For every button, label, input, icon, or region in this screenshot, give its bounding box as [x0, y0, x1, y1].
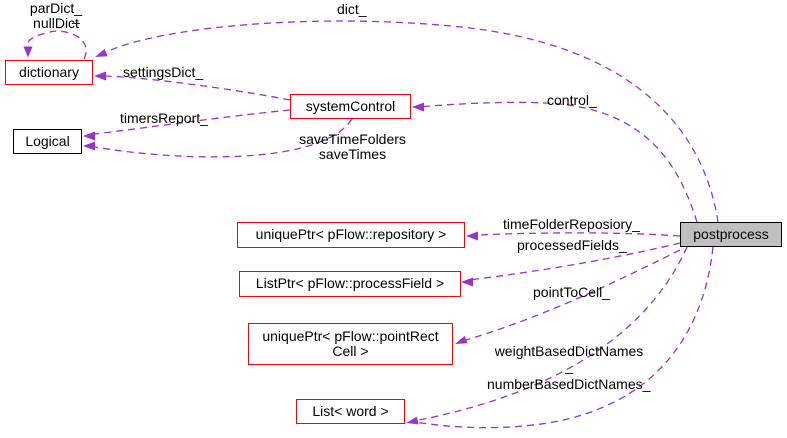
node-unique-ptr-point-rect-cell-line1: uniquePtr< pFlow::pointRect — [262, 327, 439, 344]
edge-label-weight-based-line1: weightBasedDictNames — [494, 343, 644, 359]
edge-control — [423, 101, 698, 223]
edge-label-weight-based-dict-names: weightBasedDictNames _ — [491, 344, 647, 374]
edge-label-dict: dict_ — [337, 1, 367, 17]
edge-self-loop-dictionary — [26, 30, 87, 60]
node-list-word-label: List< word > — [312, 402, 389, 419]
edge-label-settings-dict: settingsDict_ — [123, 64, 204, 80]
edge-number-based-dict-names — [417, 246, 714, 429]
arrowhead-time-folder-repository — [466, 231, 478, 241]
node-system-control[interactable]: systemControl — [290, 94, 411, 119]
node-postprocess-label: postprocess — [693, 225, 769, 242]
edge-label-processed-fields: processedFields_ — [517, 237, 627, 253]
edge-label-timers-report: timersReport_ — [120, 110, 208, 126]
edge-label-save-time: saveTimeFolders saveTimes — [296, 132, 409, 162]
edge-label-par-dict-wrapped-underscore: _ — [72, 8, 80, 24]
edge-timers-report — [94, 109, 291, 135]
node-unique-ptr-repository-label: uniquePtr< pFlow::repository > — [255, 226, 447, 243]
edge-point-to-cell — [465, 249, 681, 341]
node-logical: Logical — [13, 129, 82, 154]
node-list-word[interactable]: List< word > — [296, 399, 405, 424]
node-unique-ptr-point-rect-cell-line2: Cell > — [332, 343, 369, 359]
arrowhead-processed-fields — [461, 277, 473, 287]
arrowhead-dict — [95, 48, 108, 57]
edge-label-control: control_ — [547, 92, 597, 108]
edge-label-time-folder-repository: timeFolderReposiory_ — [503, 216, 640, 232]
edge-label-par-dict-line1: parDict_ — [29, 0, 83, 16]
edge-dict — [105, 20, 719, 223]
node-dictionary-label: dictionary — [19, 63, 79, 80]
node-list-ptr-process-field[interactable]: ListPtr< pFlow::processField > — [239, 271, 461, 297]
node-unique-ptr-point-rect-cell[interactable]: uniquePtr< pFlow::pointRect Cell > — [248, 323, 453, 365]
edge-label-weight-based-line2: _ — [565, 358, 573, 374]
edge-label-par-dict-null-dict: parDict_ nullDict _ — [20, 1, 92, 31]
arrowhead-control — [412, 102, 424, 112]
node-logical-label: Logical — [25, 132, 70, 149]
edge-processed-fields — [472, 242, 681, 281]
edge-save-times — [94, 118, 353, 158]
node-system-control-label: systemControl — [305, 97, 396, 114]
arrowhead-timers-report — [83, 131, 95, 141]
arrowhead-self-loop — [23, 46, 33, 58]
arrowhead-save-times — [83, 141, 95, 151]
edge-label-number-based-dict-names: numberBasedDictNames_ — [487, 376, 651, 392]
edge-label-point-to-cell: pointToCell_ — [533, 284, 611, 300]
edge-label-save-time-line2: saveTimes — [318, 146, 387, 162]
node-postprocess: postprocess — [680, 222, 782, 247]
edge-label-save-time-line1: saveTimeFolders — [299, 131, 406, 147]
node-list-ptr-process-field-label: ListPtr< pFlow::processField > — [255, 275, 445, 292]
node-unique-ptr-repository[interactable]: uniquePtr< pFlow::repository > — [237, 222, 465, 248]
edge-label-par-dict-line2: nullDict — [33, 15, 79, 31]
node-dictionary[interactable]: dictionary — [5, 60, 93, 85]
edge-time-folder-repository — [477, 232, 681, 237]
arrowhead-point-to-cell — [455, 335, 468, 344]
arrowhead-list-word — [406, 416, 419, 425]
arrowhead-settings-dict — [94, 71, 106, 81]
